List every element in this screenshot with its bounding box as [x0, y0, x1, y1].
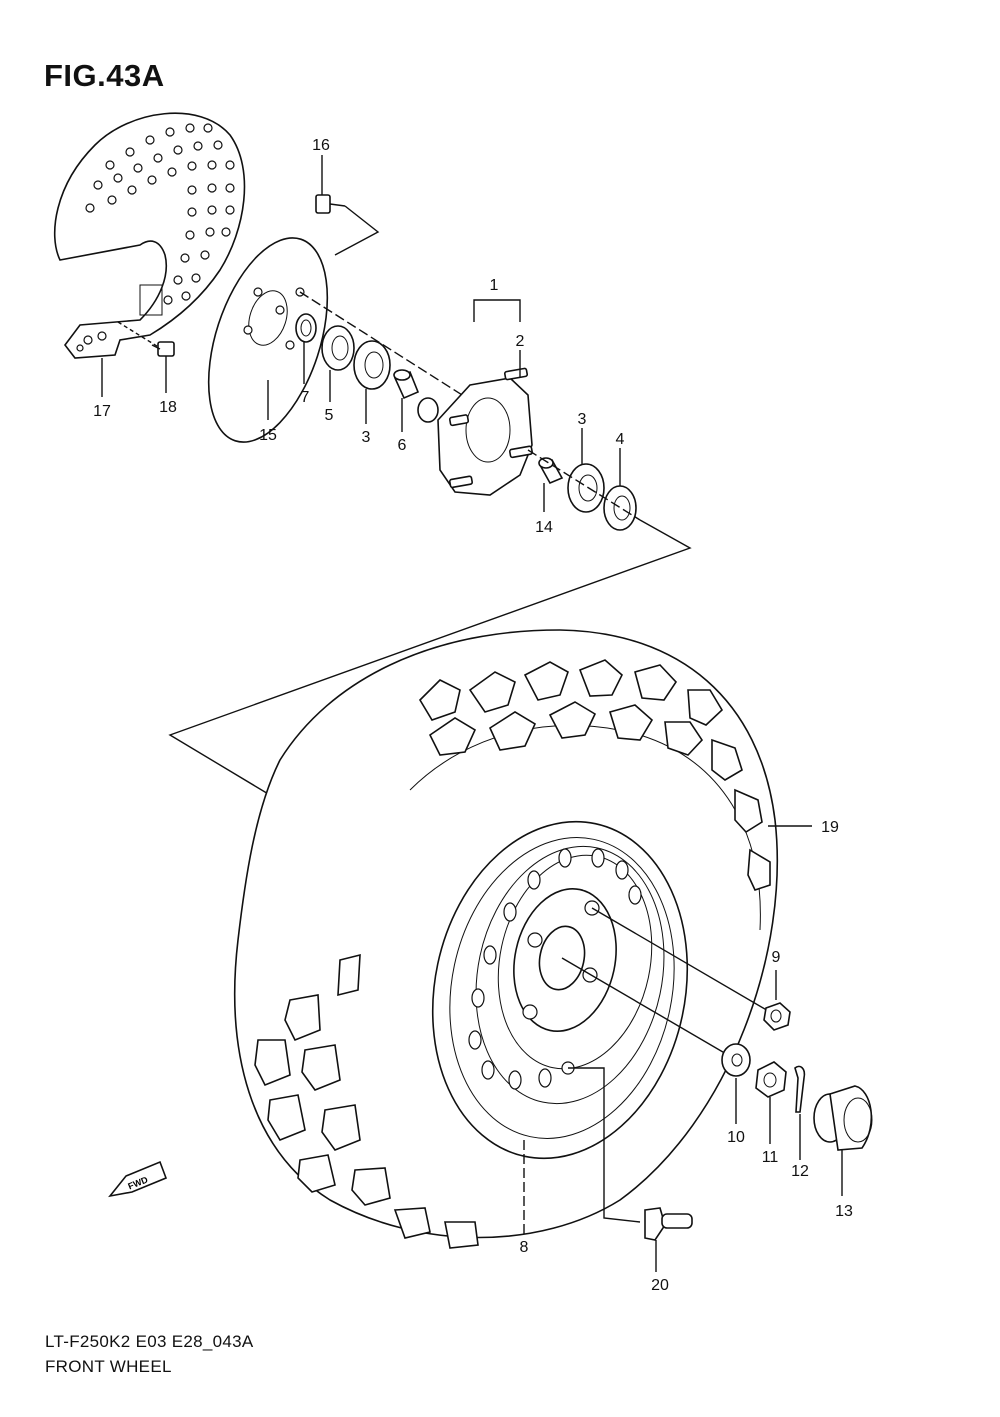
- oil-seal: [321, 325, 355, 371]
- fwd-direction-badge: FWD: [108, 1160, 168, 1198]
- wheel-nut: [763, 1002, 791, 1031]
- callout-7: 7: [301, 389, 310, 406]
- bearing-outer: [567, 463, 605, 513]
- castle-nut: [755, 1061, 787, 1098]
- callout-6: 6: [398, 437, 407, 454]
- diagram-code: LT-F250K2 E03 E28_043A: [45, 1332, 254, 1351]
- callout-10: 10: [727, 1129, 745, 1146]
- brake-disc: [207, 237, 329, 443]
- callout-15: 15: [259, 427, 277, 444]
- callout-18: 18: [159, 399, 177, 416]
- tire-tread: [254, 659, 771, 1249]
- oil-seal-outer: [603, 485, 637, 531]
- callout-19: 19: [821, 819, 839, 836]
- callout-2: 2: [516, 333, 525, 350]
- cotter-pin: [794, 1065, 806, 1113]
- brake-guard-plate: [53, 112, 246, 359]
- callout-12: 12: [791, 1163, 809, 1180]
- callout-9: 9: [772, 949, 781, 966]
- rim-holes: [468, 848, 642, 1090]
- callout-13: 13: [835, 1203, 853, 1220]
- callout-17: 17: [93, 403, 111, 420]
- hub-cap: [813, 1085, 873, 1151]
- callout-3-inner: 3: [362, 429, 371, 446]
- hub-spacer: [393, 369, 420, 400]
- disc-spacer: [295, 313, 317, 343]
- bearing-inner: [353, 340, 391, 390]
- figure-title: FIG.43A: [44, 58, 165, 93]
- callout-14: 14: [535, 519, 553, 536]
- callout-5: 5: [325, 407, 334, 424]
- wheel-rim: [431, 820, 689, 1160]
- hub-inner-spacer: [538, 457, 564, 485]
- axle-washer: [721, 1043, 751, 1077]
- tire-valve: [568, 1067, 693, 1241]
- disc-bolt: [315, 194, 380, 256]
- callout-11: 11: [762, 1149, 779, 1166]
- callout-4: 4: [616, 431, 625, 448]
- callout-3-outer: 3: [578, 411, 587, 428]
- front-hub: [417, 367, 533, 496]
- callout-1: 1: [490, 277, 499, 294]
- callout-8: 8: [520, 1239, 529, 1256]
- guard-plate-holes: [76, 123, 235, 352]
- callout-20: 20: [651, 1277, 669, 1294]
- diagram-name: FRONT WHEEL: [45, 1357, 172, 1376]
- callout-16: 16: [312, 137, 330, 154]
